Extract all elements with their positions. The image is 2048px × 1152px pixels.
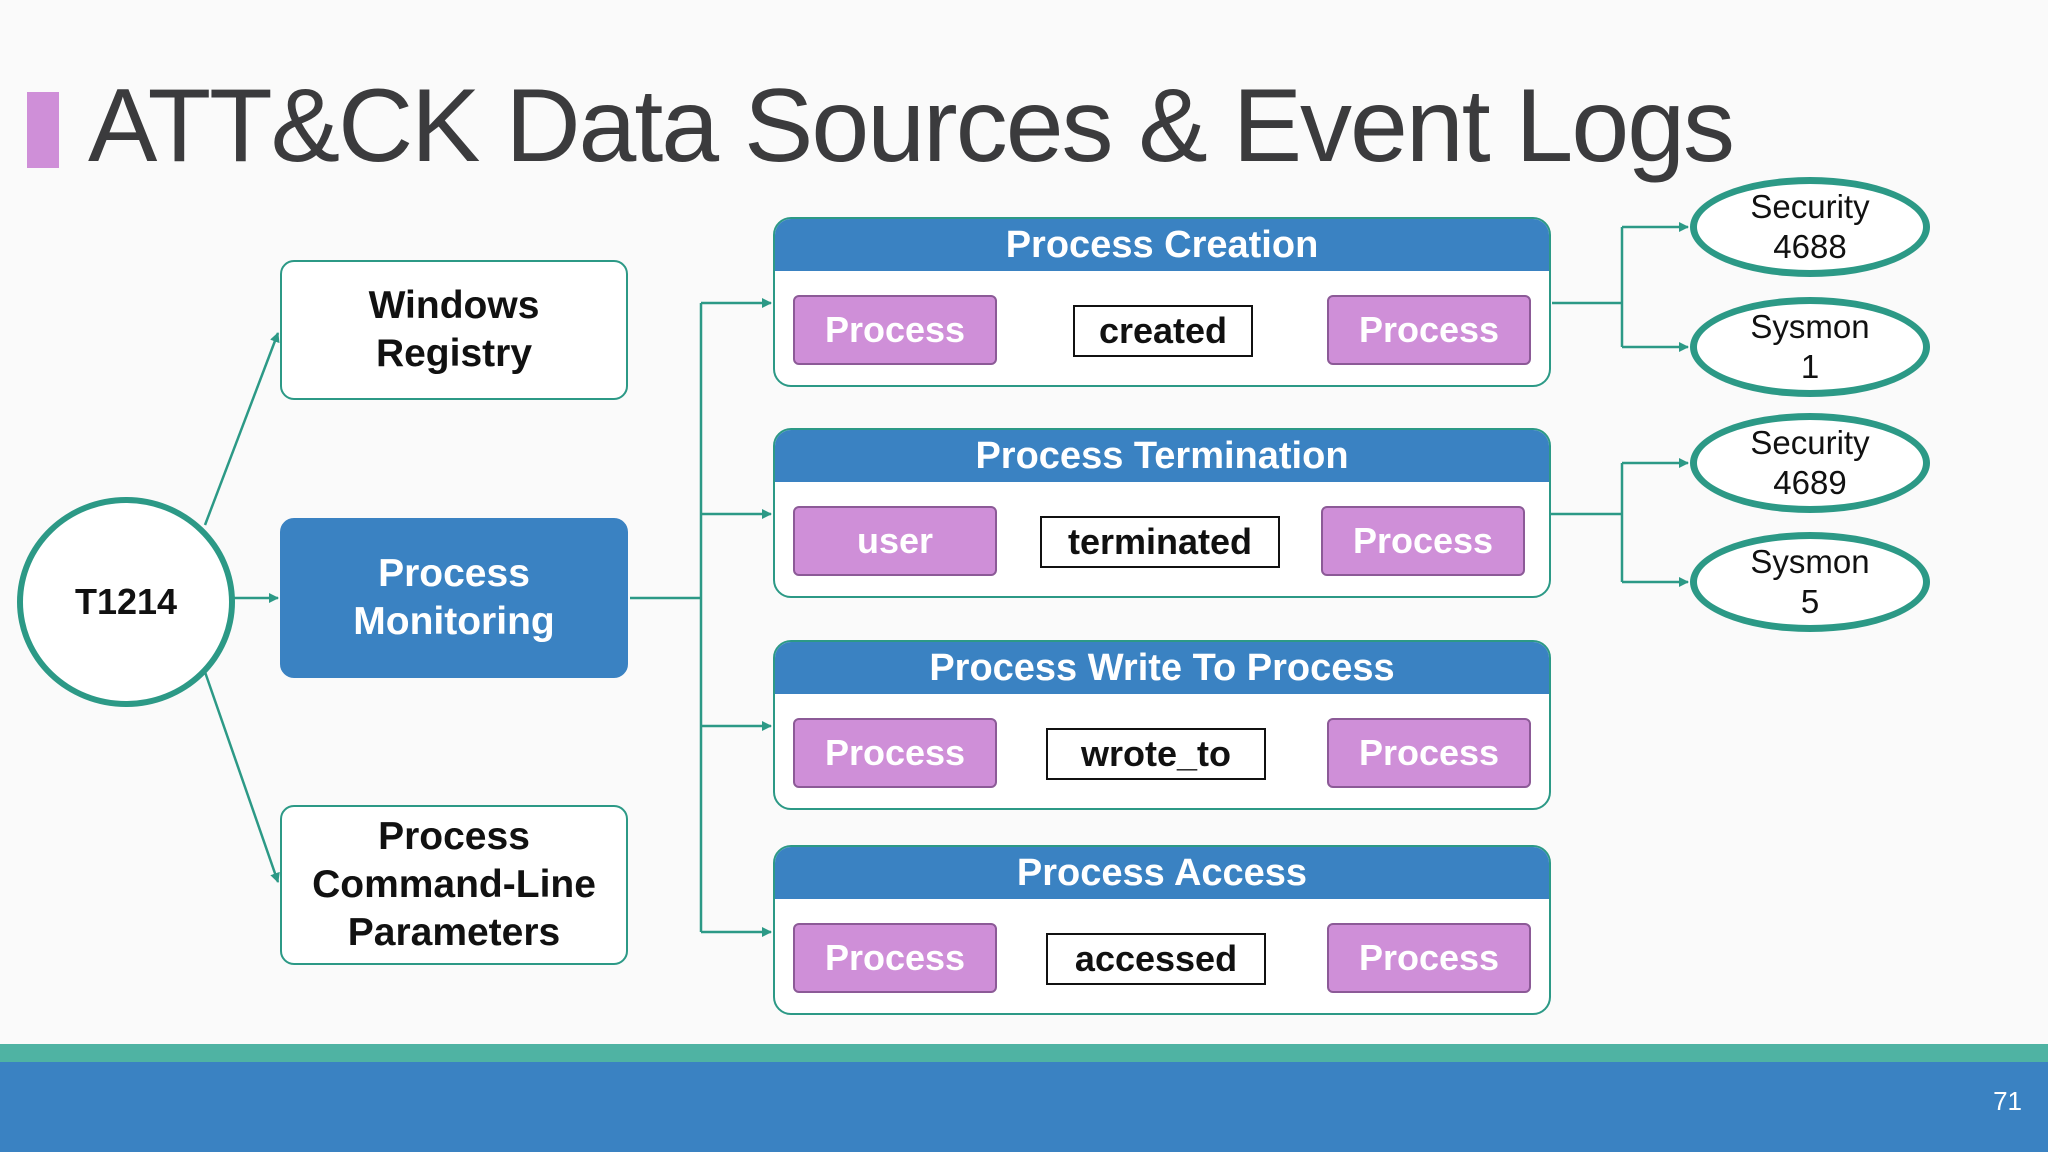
event-log-provider: Security xyxy=(1750,424,1870,461)
data-source-process-command-line: Process Command-Line Parameters xyxy=(280,805,628,965)
event-log-id: 4689 xyxy=(1773,464,1847,501)
event-log-sysmon-5: Sysmon 5 xyxy=(1690,532,1930,632)
event-relation-label: created xyxy=(1073,305,1253,357)
event-panel-title: Process Termination xyxy=(775,430,1549,482)
data-source-line: Parameters xyxy=(347,911,561,954)
event-source-node: Process xyxy=(793,923,997,993)
event-log-provider: Sysmon xyxy=(1750,543,1870,580)
event-log-sysmon-1: Sysmon 1 xyxy=(1690,297,1930,397)
event-panel-title: Process Write To Process xyxy=(775,642,1549,694)
event-target-node: Process xyxy=(1321,506,1525,576)
footer-accent-stripe xyxy=(0,1044,2048,1062)
event-target-node: Process xyxy=(1327,923,1531,993)
event-log-id: 4688 xyxy=(1773,228,1847,265)
event-source-node: Process xyxy=(793,295,997,365)
data-source-line: Registry xyxy=(375,332,533,375)
event-log-provider: Security xyxy=(1750,188,1870,225)
event-relation-label: accessed xyxy=(1046,933,1266,985)
event-target-node: Process xyxy=(1327,295,1531,365)
event-panel-process-write-to-process: Process Write To Process Process wrote_t… xyxy=(773,640,1551,810)
event-log-provider: Sysmon xyxy=(1750,308,1870,345)
title-accent-bar xyxy=(27,92,59,168)
edge-termination-trunk xyxy=(1551,463,1624,582)
event-panel-process-termination: Process Termination user terminated Proc… xyxy=(773,428,1551,598)
event-target-node: Process xyxy=(1327,718,1531,788)
footer-bar: 71 xyxy=(0,1062,2048,1152)
edge-creation-trunk xyxy=(1552,227,1624,347)
event-source-node: user xyxy=(793,506,997,576)
event-panel-title: Process Creation xyxy=(775,219,1549,271)
data-source-line: Process xyxy=(378,815,530,858)
event-panel-process-creation: Process Creation Process created Process xyxy=(773,217,1551,387)
event-log-id: 5 xyxy=(1800,583,1820,620)
event-panel-process-access: Process Access Process accessed Process xyxy=(773,845,1551,1015)
data-source-windows-registry: Windows Registry xyxy=(280,260,628,400)
data-source-process-monitoring: Process Monitoring xyxy=(280,518,628,678)
event-relation-label: terminated xyxy=(1040,516,1280,568)
event-log-id: 1 xyxy=(1800,348,1820,385)
data-source-line: Process xyxy=(378,552,530,595)
edge-t1214-command-line xyxy=(203,671,280,883)
technique-node: T1214 xyxy=(17,497,235,707)
event-log-security-4688: Security 4688 xyxy=(1690,177,1930,277)
slide-title: ATT&CK Data Sources & Event Logs xyxy=(88,68,1735,184)
data-source-line: Windows xyxy=(368,284,540,327)
page-number: 71 xyxy=(1993,1086,2022,1116)
event-log-security-4689: Security 4689 xyxy=(1690,413,1930,513)
event-source-node: Process xyxy=(793,718,997,788)
event-relation-label: wrote_to xyxy=(1046,728,1266,780)
data-source-line: Command-Line xyxy=(312,863,596,906)
event-panel-title: Process Access xyxy=(775,847,1549,899)
edge-monitoring-trunk xyxy=(630,303,703,932)
edge-t1214-registry xyxy=(203,332,280,526)
data-source-line: Monitoring xyxy=(353,600,555,643)
